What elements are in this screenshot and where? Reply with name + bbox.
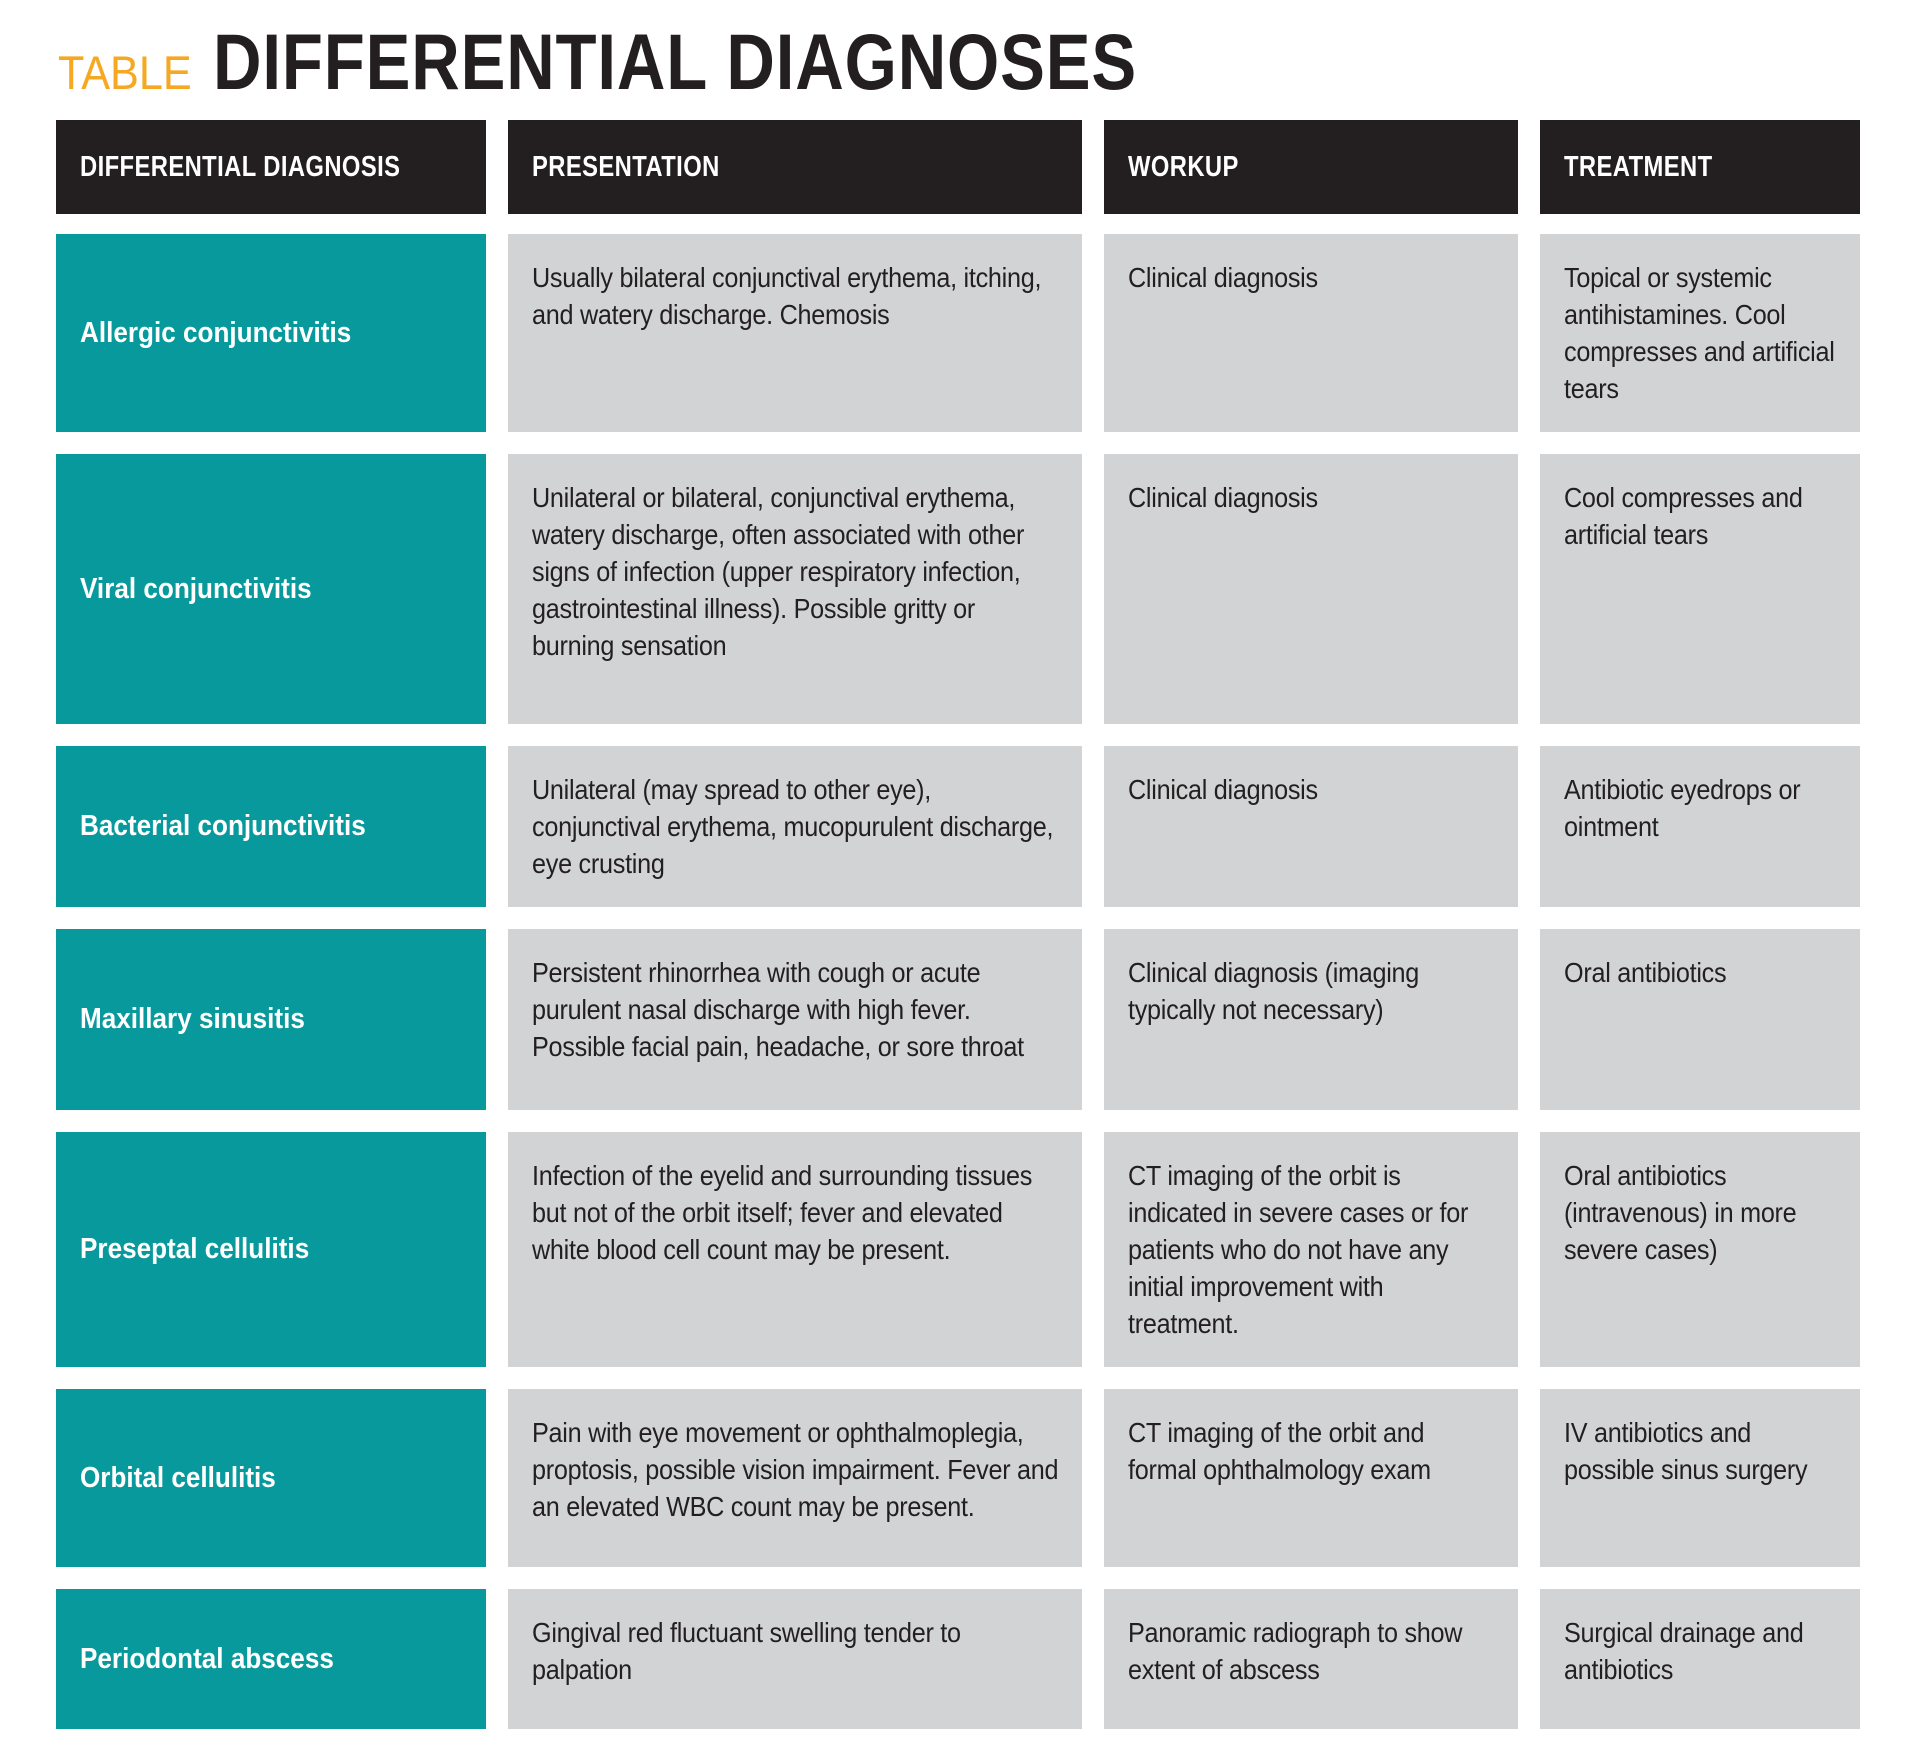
workup-cell: CT imaging of the orbit is indicated in … — [1104, 1132, 1518, 1367]
diagnosis-cell: Viral conjunctivitis — [56, 454, 486, 724]
presentation-cell: Usually bilateral conjunctival erythema,… — [508, 234, 1082, 432]
treatment-cell: Topical or systemic antihistamines. Cool… — [1540, 234, 1860, 432]
treatment-cell: Oral antibiotics (intravenous) in more s… — [1540, 1132, 1860, 1367]
diagnosis-cell: Orbital cellulitis — [56, 1389, 486, 1567]
treatment-text: IV antibiotics and possible sinus surger… — [1564, 1417, 1808, 1485]
column-header-label: DIFFERENTIAL DIAGNOSIS — [80, 150, 401, 183]
workup-text: Clinical diagnosis — [1128, 774, 1318, 805]
treatment-text: Oral antibiotics — [1564, 957, 1727, 988]
differential-diagnoses-table: DIFFERENTIAL DIAGNOSIS PRESENTATION WORK… — [56, 120, 1860, 1729]
page-title: DIFFERENTIAL DIAGNOSES — [213, 17, 1138, 106]
table-row: Periodontal abscess Gingival red fluctua… — [56, 1589, 1860, 1729]
treatment-cell: Cool compresses and artificial tears — [1540, 454, 1860, 724]
table-row: Allergic conjunctivitis Usually bilatera… — [56, 234, 1860, 432]
presentation-cell: Pain with eye movement or ophthalmoplegi… — [508, 1389, 1082, 1567]
diagnosis-label: Viral conjunctivitis — [80, 572, 312, 605]
diagnosis-label: Orbital cellulitis — [80, 1461, 276, 1494]
column-header-presentation: PRESENTATION — [508, 120, 1082, 214]
workup-text: Panoramic radiograph to show extent of a… — [1128, 1617, 1463, 1685]
presentation-cell: Infection of the eyelid and surrounding … — [508, 1132, 1082, 1367]
workup-text: Clinical diagnosis — [1128, 262, 1318, 293]
workup-text: CT imaging of the orbit and formal ophth… — [1128, 1417, 1431, 1485]
table-row: Preseptal cellulitis Infection of the ey… — [56, 1132, 1860, 1367]
diagnosis-cell: Bacterial conjunctivitis — [56, 746, 486, 907]
presentation-text: Infection of the eyelid and surrounding … — [532, 1160, 1033, 1265]
presentation-text: Pain with eye movement or ophthalmoplegi… — [532, 1417, 1059, 1522]
workup-cell: Clinical diagnosis — [1104, 746, 1518, 907]
presentation-text: Gingival red fluctuant swelling tender t… — [532, 1617, 961, 1685]
diagnosis-cell: Allergic conjunctivitis — [56, 234, 486, 432]
diagnosis-label: Bacterial conjunctivitis — [80, 810, 366, 842]
treatment-cell: Oral antibiotics — [1540, 929, 1860, 1110]
table-row: Viral conjunctivitis Unilateral or bilat… — [56, 454, 1860, 724]
title-kicker: TABLE — [58, 46, 192, 99]
table-row: Orbital cellulitis Pain with eye movemen… — [56, 1389, 1860, 1567]
treatment-text: Topical or systemic antihistamines. Cool… — [1564, 262, 1835, 404]
presentation-text: Usually bilateral conjunctival erythema,… — [532, 262, 1042, 330]
column-header-treatment: TREATMENT — [1540, 120, 1860, 214]
workup-text: Clinical diagnosis (imaging typically no… — [1128, 957, 1420, 1025]
treatment-text: Antibiotic eyedrops or ointment — [1564, 774, 1801, 842]
presentation-text: Unilateral (may spread to other eye), co… — [532, 774, 1054, 879]
diagnosis-cell: Periodontal abscess — [56, 1589, 486, 1729]
presentation-text: Unilateral or bilateral, conjunctival er… — [532, 482, 1025, 661]
column-header-label: PRESENTATION — [532, 150, 720, 183]
workup-cell: Panoramic radiograph to show extent of a… — [1104, 1589, 1518, 1729]
column-header-workup: WORKUP — [1104, 120, 1518, 214]
diagnosis-label: Maxillary sinusitis — [80, 1003, 305, 1035]
column-header-differential-diagnosis: DIFFERENTIAL DIAGNOSIS — [56, 120, 486, 214]
table-body: Allergic conjunctivitis Usually bilatera… — [56, 234, 1860, 1729]
table-row: Bacterial conjunctivitis Unilateral (may… — [56, 746, 1860, 907]
treatment-text: Cool compresses and artificial tears — [1564, 482, 1803, 550]
workup-text: CT imaging of the orbit is indicated in … — [1128, 1160, 1469, 1339]
workup-text: Clinical diagnosis — [1128, 482, 1318, 513]
diagnosis-cell: Preseptal cellulitis — [56, 1132, 486, 1367]
diagnosis-cell: Maxillary sinusitis — [56, 929, 486, 1110]
diagnosis-label: Allergic conjunctivitis — [80, 316, 352, 349]
workup-cell: Clinical diagnosis (imaging typically no… — [1104, 929, 1518, 1110]
column-header-label: TREATMENT — [1564, 150, 1713, 183]
column-header-label: WORKUP — [1128, 150, 1239, 183]
workup-cell: Clinical diagnosis — [1104, 454, 1518, 724]
treatment-cell: Antibiotic eyedrops or ointment — [1540, 746, 1860, 907]
diagnosis-label: Periodontal abscess — [80, 1642, 334, 1675]
presentation-cell: Unilateral or bilateral, conjunctival er… — [508, 454, 1082, 724]
presentation-text: Persistent rhinorrhea with cough or acut… — [532, 957, 1024, 1062]
treatment-cell: Surgical drainage and antibiotics — [1540, 1589, 1860, 1729]
treatment-text: Oral antibiotics (intravenous) in more s… — [1564, 1160, 1797, 1265]
table-row: Maxillary sinusitis Persistent rhinorrhe… — [56, 929, 1860, 1110]
diagnosis-label: Preseptal cellulitis — [80, 1233, 310, 1265]
table-title: TABLE DIFFERENTIAL DIAGNOSES — [58, 16, 1916, 112]
workup-cell: CT imaging of the orbit and formal ophth… — [1104, 1389, 1518, 1567]
presentation-cell: Persistent rhinorrhea with cough or acut… — [508, 929, 1082, 1110]
presentation-cell: Gingival red fluctuant swelling tender t… — [508, 1589, 1082, 1729]
table-header-row: DIFFERENTIAL DIAGNOSIS PRESENTATION WORK… — [56, 120, 1860, 214]
workup-cell: Clinical diagnosis — [1104, 234, 1518, 432]
treatment-text: Surgical drainage and antibiotics — [1564, 1617, 1804, 1685]
treatment-cell: IV antibiotics and possible sinus surger… — [1540, 1389, 1860, 1567]
presentation-cell: Unilateral (may spread to other eye), co… — [508, 746, 1082, 907]
